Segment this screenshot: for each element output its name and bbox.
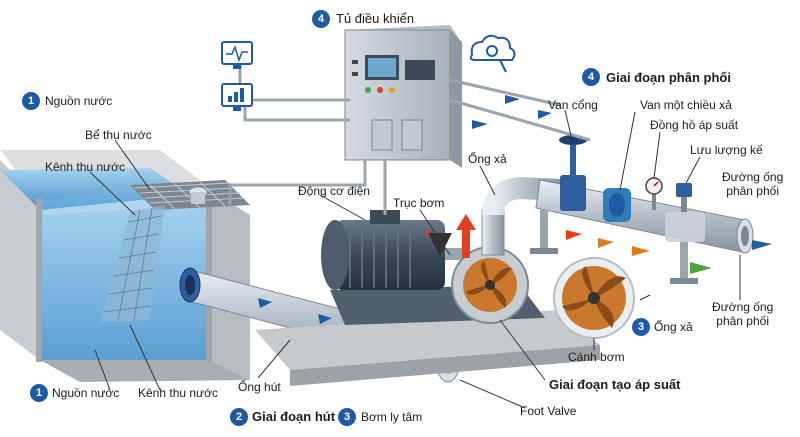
flow-meter — [665, 183, 705, 242]
monitor-waveform-icon — [222, 42, 252, 69]
gate-valve — [559, 135, 587, 211]
label-distribution-stage: Giai đoạn phân phối — [606, 71, 731, 85]
control-cabinet — [345, 25, 462, 168]
label-water-source-top: Nguồn nước — [45, 94, 112, 108]
label-pressure-stage: Giai đoạn tạo áp suất — [549, 378, 680, 392]
label-water-source-bottom: Nguồn nước — [52, 386, 119, 400]
monitor-bar-chart-icon — [222, 84, 252, 111]
label-discharge-pipe-top: Ống xả — [468, 152, 507, 166]
label-motor: Động cơ điện — [298, 184, 370, 198]
label-collection-channel-top: Kênh thu nước — [45, 160, 125, 174]
label-gate-valve: Van cổng — [548, 98, 598, 112]
label-suction-stage: Giai đoạn hút — [252, 410, 335, 424]
label-distribution-pipe-lower: Đường ống phân phối — [712, 300, 773, 328]
impeller-callout — [554, 258, 634, 338]
badge-water-source-bottom: 1 — [30, 384, 48, 402]
label-control-cabinet: Tủ điều khiển — [336, 12, 414, 26]
label-collection-tank: Bể thu nước — [85, 128, 152, 142]
label-check-valve: Van một chiều xả — [640, 98, 732, 112]
cloud-gear-icon — [471, 36, 515, 72]
label-centrifugal-pump: Bơm ly tâm — [361, 410, 422, 424]
label-pressure-gauge: Đồng hồ áp suất — [650, 118, 738, 132]
label-distribution-pipe-right: Đường ống phân phối — [722, 170, 783, 198]
label-pump-shaft: Trục bơm — [393, 196, 444, 210]
check-valve — [603, 188, 631, 222]
label-foot-valve: Foot Valve — [520, 404, 576, 418]
label-collection-channel-bottom: Kênh thu nước — [138, 386, 218, 400]
label-discharge-pipe-mid: Ống xả — [654, 320, 693, 334]
label-flow-meter: Lưu lượng kế — [690, 143, 763, 157]
badge-discharge-pipe-mid: 3 — [632, 318, 650, 336]
label-suction-pipe: Ống hút — [238, 380, 281, 394]
badge-water-source-top: 1 — [22, 92, 40, 110]
label-impeller: Cánh bơm — [568, 350, 625, 364]
badge-distribution-stage: 4 — [582, 68, 600, 86]
electric-motor — [321, 210, 470, 290]
badge-suction-stage: 2 — [230, 408, 248, 426]
badge-centrifugal-pump: 3 — [338, 408, 356, 426]
badge-control-cabinet: 4 — [312, 10, 330, 28]
